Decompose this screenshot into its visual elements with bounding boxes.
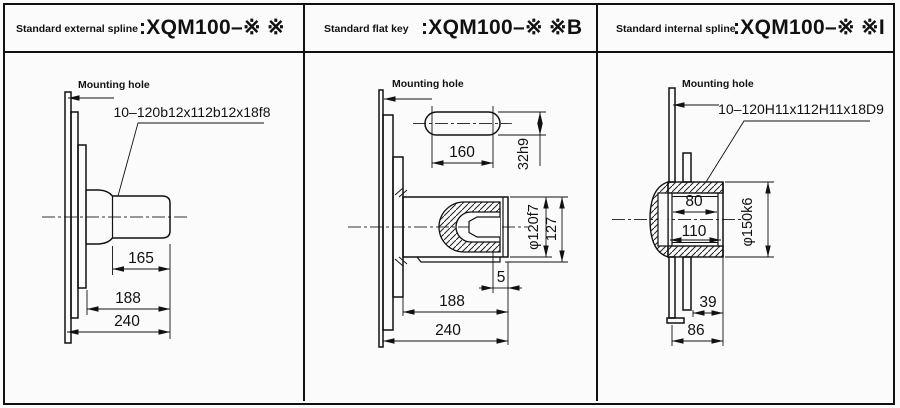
key-top-view: 160 32h9 [413,106,546,170]
sheet-border [3,3,895,405]
spec-leader-line [117,122,264,197]
panel2-model: :XQM100–※ ※B [421,16,583,39]
dimension-240: 240 [382,322,508,346]
spline-spec-callout: 10–120b12x112b12x18f8 [113,104,271,197]
dim-240-text: 240 [435,322,461,339]
dim-32h9-text: 32h9 [516,138,532,170]
panel3-title: Standard internal spline [616,23,736,35]
dim-188-text: 188 [439,293,465,310]
dim-86-text: 86 [687,322,704,339]
dim-phi120f7-text: φ120f7 [526,204,542,250]
spline-shaft-outline [85,189,171,245]
mounting-hole-label: Mounting hole [78,79,150,91]
spline-spec-callout: 10–120H11x112H11x18D9 [705,101,884,183]
dimension-127: 127 [505,197,568,263]
mounting-hole-callout: Mounting hole [384,78,464,102]
keyway-section-hatch [438,201,501,253]
dim-5-text: 5 [497,269,506,286]
cap-inner-face [657,192,669,247]
dim-127-text: 127 [544,217,560,241]
dimension-5: 5 [479,252,522,345]
panel1-model: :XQM100–※ ※ [139,16,285,39]
panel-divider-2 [596,3,598,401]
spec-leader-line [705,120,870,183]
dimension-240: 240 [67,313,170,335]
mounting-hole-callout: Mounting hole [673,78,754,108]
dimension-phi120f7: φ120f7 [510,196,568,258]
spline-spec-text: 10–120H11x112H11x18D9 [718,101,884,117]
dimension-phi150k6: φ150k6 [725,181,774,258]
dim-110-text: 110 [682,223,707,240]
panel3-model: :XQM100–※ ※I [733,16,886,39]
dimension-110: 110 [670,223,721,243]
mounting-hole-label: Mounting hole [392,78,464,90]
junction-ticks [394,187,408,267]
dimension-165: 165 [112,244,171,339]
sleeve-bottom-wall [667,245,724,258]
internal-spline-drawing: 80 110 φ150k6 39 86 10–120H11x112H11x18D… [612,78,884,346]
dim-188-text: 188 [115,290,141,307]
key-section [468,216,500,238]
panel2-title: Standard flat key [324,23,409,35]
dim-165-text: 165 [128,250,154,267]
sleeve-top-wall [667,181,724,194]
dimension-39: 39 [692,257,724,346]
mounting-flange-outline [64,91,87,344]
shaft-side-view [394,187,509,267]
dim-phi150k6-text: φ150k6 [740,198,756,247]
panel1-title: Standard external spline [16,23,138,35]
dim-39-text: 39 [699,294,716,311]
dim-240-text: 240 [114,313,140,330]
dim-80-text: 80 [685,193,703,210]
flat-key-drawing: 160 32h9 φ120f7 127 [348,78,568,348]
mounting-flange-outline [378,89,404,348]
header-divider [3,51,895,53]
spline-spec-text: 10–120b12x112b12x18f8 [113,104,270,120]
dim-160-text: 160 [449,144,475,161]
dimension-188: 188 [402,293,508,316]
dimension-80: 80 [673,193,717,215]
panel-divider-1 [303,3,305,401]
mounting-hole-label: Mounting hole [682,78,754,90]
external-spline-drawing: Mounting hole 10–120b12x112b12x18f8 165 … [42,79,271,344]
mounting-hole-callout: Mounting hole [68,79,150,101]
dimension-188: 188 [86,290,170,315]
dimension-86: 86 [671,322,723,346]
